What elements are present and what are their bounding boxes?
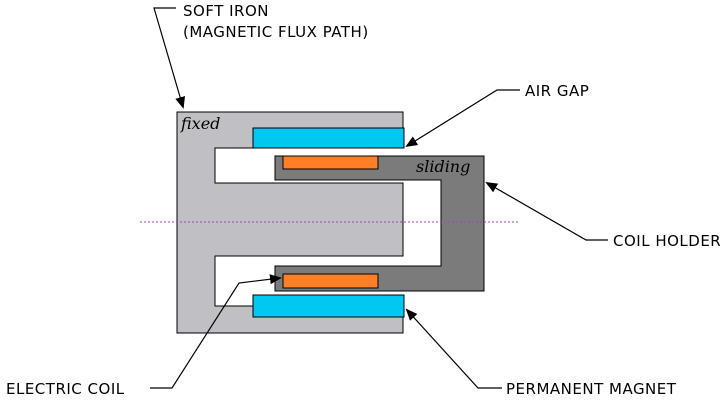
coil-holder-leader (485, 182, 608, 241)
electric-coil-bottom (282, 273, 379, 289)
electric-coil-leader (150, 274, 282, 389)
electric-coil-top (282, 155, 379, 170)
electric-coil-label: ELECTRIC COIL (6, 380, 125, 398)
soft-iron-label: SOFT IRON (183, 2, 269, 20)
fixed-label: fixed (180, 114, 220, 133)
permanent-magnet-label: PERMANENT MAGNET (506, 380, 677, 398)
coil-holder-label: COIL HOLDER (613, 232, 721, 250)
soft-iron-leader (153, 7, 185, 109)
permanent-magnet-top (252, 127, 405, 149)
sliding-label: sliding (416, 157, 470, 176)
magnetic-flux-path-label: (MAGNETIC FLUX PATH) (183, 23, 369, 41)
air-gap-label: AIR GAP (525, 82, 589, 100)
permanent-magnet-leader (405, 308, 502, 389)
permanent-magnet-bottom (252, 294, 405, 318)
air-gap-leader (405, 89, 520, 148)
